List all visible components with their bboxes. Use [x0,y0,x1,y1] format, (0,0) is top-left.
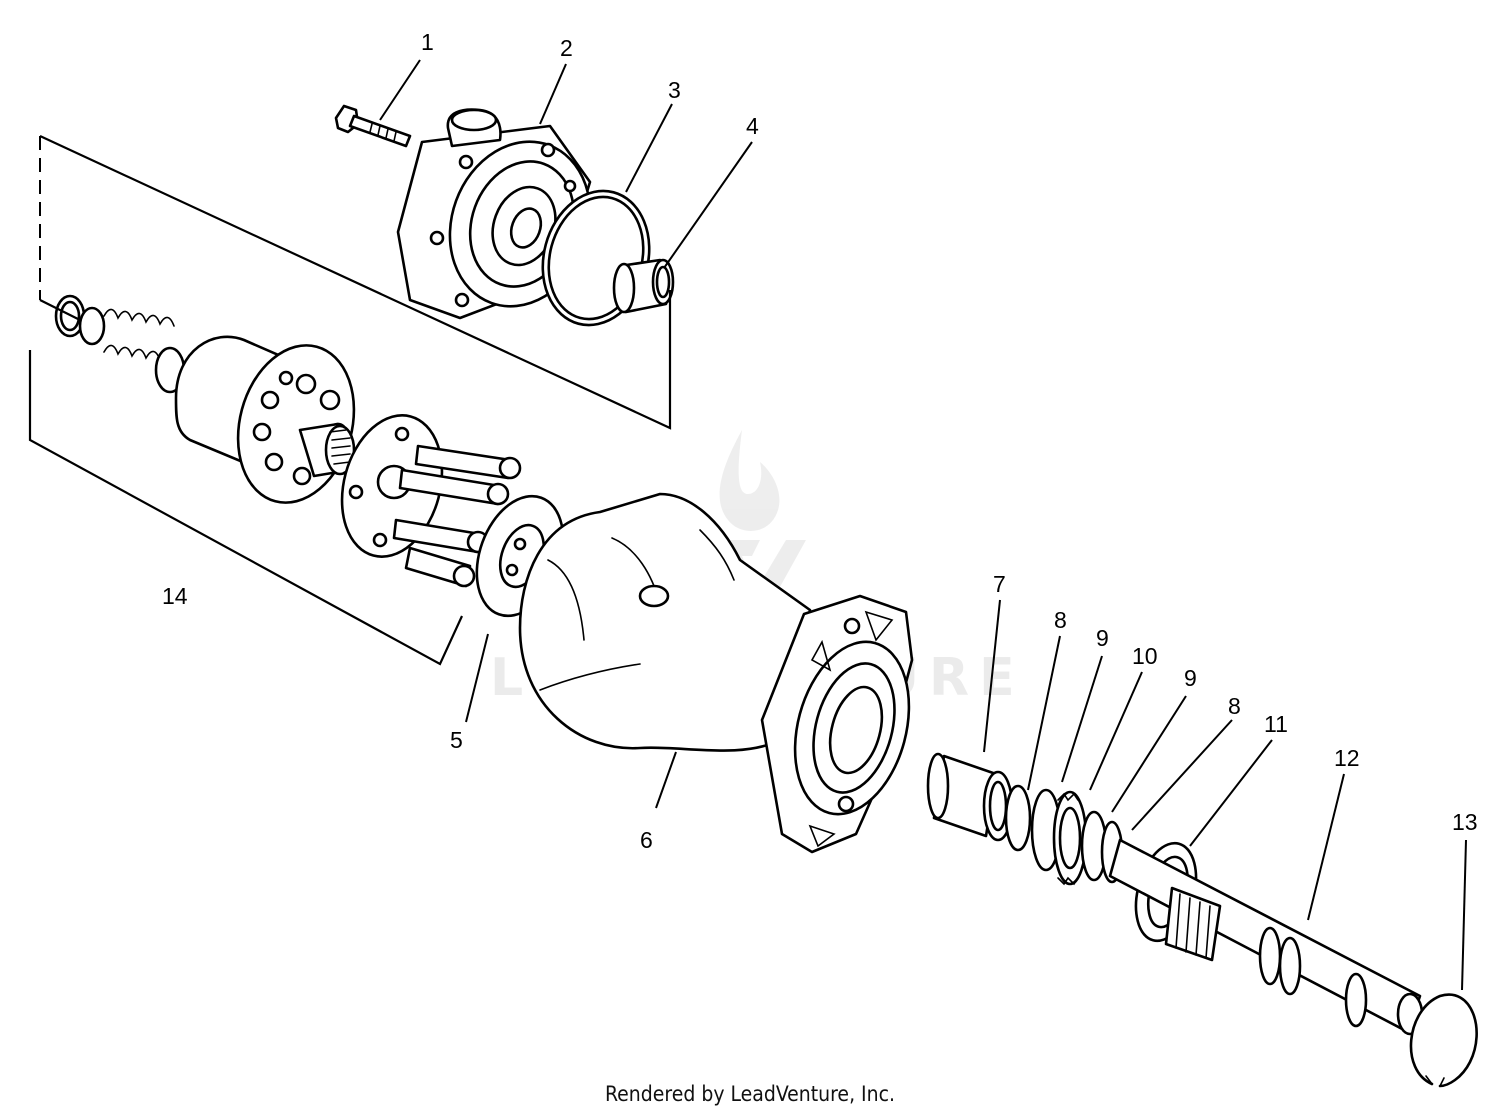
part-13-snap-ring [1409,993,1478,1088]
callout-5: 5 [450,727,463,753]
assembly-lines [28,135,672,666]
watermark-flame-icon [719,430,780,531]
callout-7: 7 [993,571,1006,597]
part-7-bearing [926,752,1014,842]
footer-credit: Rendered by LeadVenture, Inc. [605,1082,895,1106]
part-4-bushing [612,258,675,314]
part-piston-assembly [340,414,522,588]
leader-lines [379,59,1467,991]
callout-4: 4 [746,113,759,139]
callout-12: 12 [1334,745,1360,771]
callout-8b: 8 [1228,693,1241,719]
callout-1: 1 [421,29,434,55]
part-12-drive-shaft [1108,838,1424,1036]
part-8-10-washer-stack [1004,784,1124,886]
callout-3: 3 [668,77,681,103]
callout-13: 13 [1452,809,1478,835]
part-14-rotating-group [54,294,356,504]
callout-labels: 1 2 3 4 5 6 7 8 9 10 9 8 11 12 13 14 [162,29,1478,853]
callout-8a: 8 [1054,607,1067,633]
callout-9b: 9 [1184,665,1197,691]
part-6-housing [518,492,914,854]
callout-11: 11 [1264,711,1288,737]
callout-2: 2 [560,35,573,61]
callout-14: 14 [162,583,188,609]
callout-9a: 9 [1096,625,1109,651]
callout-6: 6 [640,827,653,853]
callout-10: 10 [1132,643,1158,669]
part-1-bolt [334,104,412,148]
